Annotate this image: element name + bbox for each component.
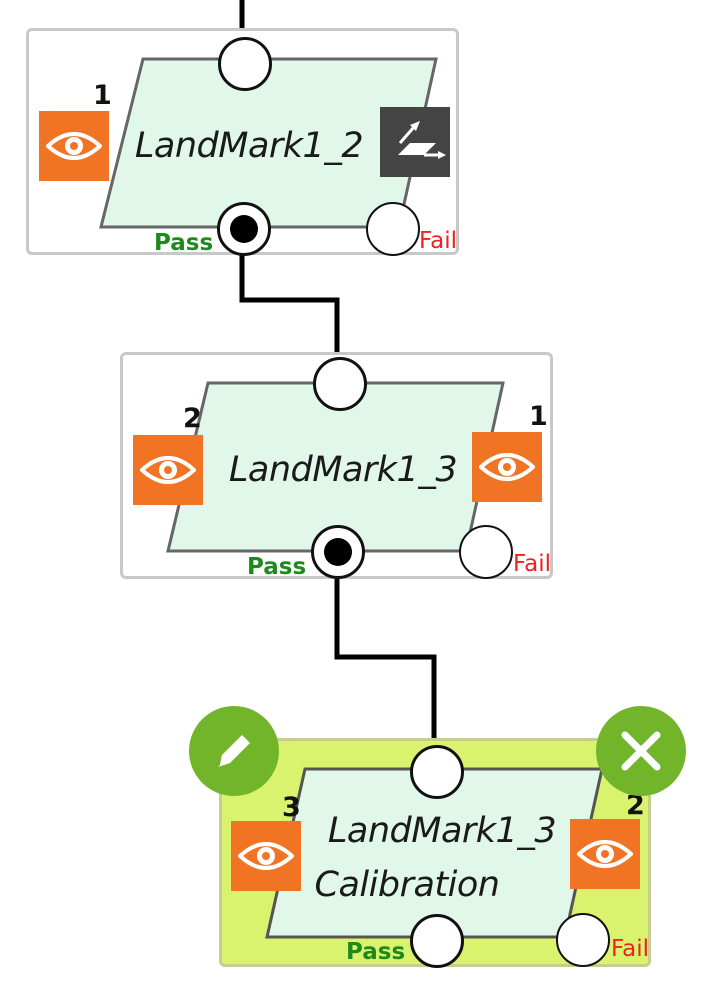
pass-label: Pass	[154, 230, 214, 256]
input-port[interactable]	[313, 357, 367, 411]
node-title-line2: Calibration	[314, 865, 500, 905]
right-index: 1	[529, 401, 548, 432]
view-eye-icon[interactable]	[39, 111, 109, 181]
fail-output-port[interactable]	[366, 202, 420, 256]
left-index: 1	[93, 80, 112, 111]
node-title: LandMark1_2	[134, 126, 364, 166]
fail-output-port[interactable]	[556, 913, 610, 967]
pass-output-port[interactable]	[311, 525, 365, 579]
input-port[interactable]	[410, 745, 464, 799]
fail-label: Fail	[419, 228, 457, 254]
flow-node-landmark1-3[interactable]: LandMark1_3 2 1 Pass Fail	[120, 352, 553, 580]
fail-output-port[interactable]	[459, 525, 513, 579]
pass-label: Pass	[346, 939, 406, 965]
right-index: 2	[626, 790, 645, 821]
view-eye-icon[interactable]	[570, 819, 640, 889]
flow-node-landmark1-2[interactable]: LandMark1_2 1 Pass Fail	[26, 28, 459, 256]
node-title: LandMark1_3	[228, 450, 458, 490]
view-eye-icon[interactable]	[231, 821, 301, 891]
pass-label: Pass	[247, 554, 307, 580]
close-icon	[621, 731, 661, 771]
left-index: 3	[282, 792, 301, 823]
fail-label: Fail	[611, 936, 649, 962]
left-index: 2	[183, 403, 202, 434]
remove-button[interactable]	[596, 706, 686, 796]
connector-1-to-2	[239, 230, 340, 362]
input-port[interactable]	[218, 37, 272, 91]
fail-label: Fail	[513, 551, 551, 577]
view-eye-icon[interactable]	[472, 432, 542, 502]
flow-node-landmark1-3-calibration[interactable]: LandMark1_3 Calibration 3 2 Pass Fail	[219, 738, 651, 968]
view-eye-icon[interactable]	[133, 435, 203, 505]
pass-output-port[interactable]	[217, 202, 271, 256]
node-title-line1: LandMark1_3	[327, 811, 557, 851]
pencil-icon	[218, 735, 250, 767]
connector-2-to-3	[334, 548, 437, 748]
coordinate-transform-icon[interactable]	[380, 107, 450, 177]
edit-button[interactable]	[189, 706, 279, 796]
pass-output-port[interactable]	[410, 914, 464, 968]
